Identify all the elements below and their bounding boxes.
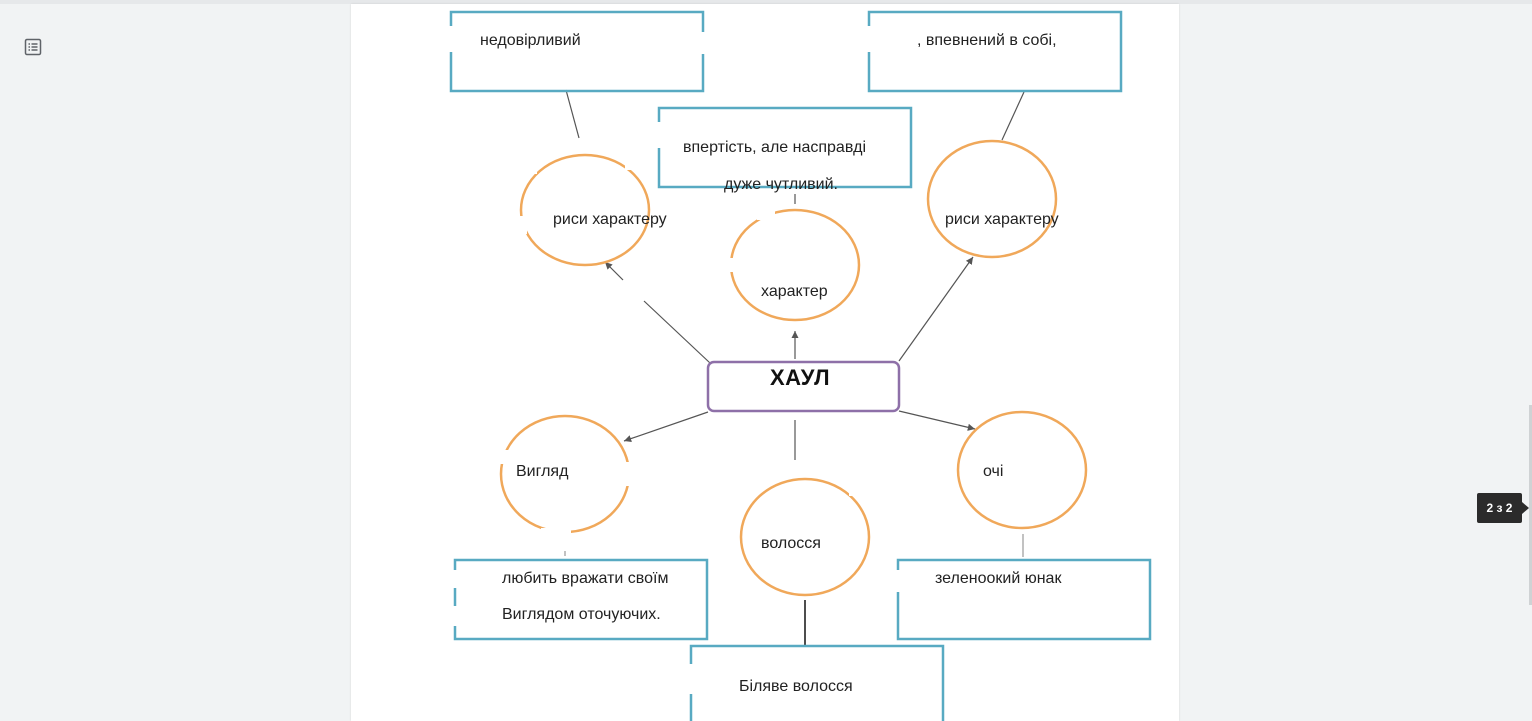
arrow-to-appearance bbox=[623, 411, 709, 443]
circle-traits-right-shape bbox=[926, 139, 1058, 259]
arrow-to-traits-right bbox=[898, 256, 974, 362]
box-bottom-left-shape bbox=[453, 558, 709, 641]
circle-traits-right-label: риси характеру bbox=[945, 211, 1059, 228]
center-node-shape bbox=[706, 360, 901, 413]
document-outline-icon bbox=[24, 38, 42, 56]
connector-top-left-box bbox=[565, 89, 580, 139]
top-bar-edge bbox=[0, 0, 1532, 4]
box-top-left-text: недовірливий bbox=[480, 32, 581, 49]
box-top-right-shape bbox=[867, 10, 1123, 93]
arrow-to-traits-left-tip bbox=[604, 261, 624, 281]
circle-traits-left-label: риси характеру bbox=[553, 211, 667, 228]
center-node-title: ХАУЛ bbox=[770, 365, 831, 390]
circle-hair-shape bbox=[739, 477, 871, 597]
box-bottom-left-text-line2: Виглядом оточуючих. bbox=[502, 606, 661, 623]
mind-map-diagram bbox=[449, 10, 1152, 721]
arrow-to-eyes bbox=[898, 410, 976, 431]
circle-appearance-label: Вигляд bbox=[516, 463, 569, 480]
circle-character-label: характер bbox=[761, 283, 828, 300]
circle-eyes-shape bbox=[956, 410, 1088, 530]
document-page: недовірливий , впевнений в собі, впертіс… bbox=[351, 4, 1179, 721]
box-bottom-center-text: Біляве волосся bbox=[739, 678, 853, 695]
circle-eyes-label: очі bbox=[983, 463, 1004, 480]
box-top-right-text: , впевнений в собі, bbox=[917, 32, 1057, 49]
box-middle-text-line2: дуже чутливий. bbox=[724, 176, 838, 193]
circle-hair-label: волосся bbox=[761, 535, 821, 552]
circle-traits-left-shape bbox=[519, 153, 651, 267]
page-indicator: 2 з 2 bbox=[1477, 493, 1529, 523]
box-bottom-right-text: зеленоокий юнак bbox=[935, 570, 1062, 587]
document-outline-button[interactable] bbox=[22, 36, 44, 58]
circle-character-shape bbox=[729, 208, 861, 322]
scrollbar[interactable] bbox=[1529, 405, 1532, 605]
box-top-left-shape bbox=[449, 10, 705, 93]
box-middle-text-line1: впертість, але насправді bbox=[683, 139, 867, 156]
connector-top-right-box bbox=[1001, 91, 1025, 141]
box-bottom-left-text-line1: любить вражати своїм bbox=[502, 570, 669, 587]
box-bottom-right-shape bbox=[896, 558, 1152, 641]
arrow-to-traits-left bbox=[643, 300, 711, 364]
